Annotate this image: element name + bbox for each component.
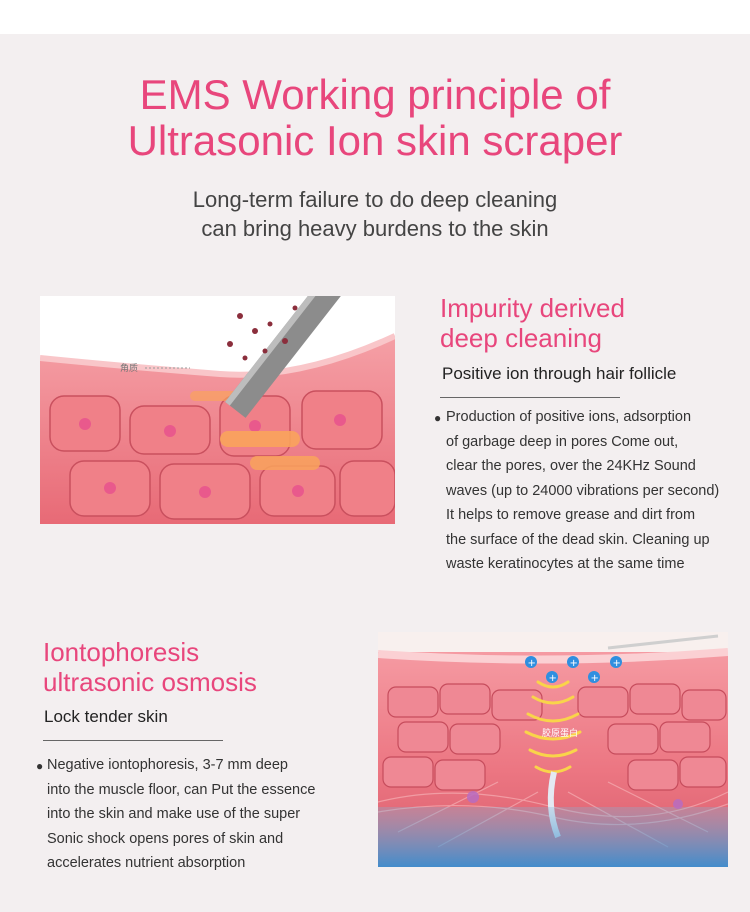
section2-body-line: Negative iontophoresis, 3-7 mm deep <box>47 757 288 773</box>
section2-body-line: into the skin and make use of the super <box>47 806 301 822</box>
svg-text:+: + <box>528 658 536 669</box>
section2-body: Negative iontophoresis, 3-7 mm deep into… <box>47 753 315 876</box>
section1-body-line: Production of positive ions, adsorption <box>446 409 692 425</box>
svg-text:+: + <box>591 673 599 684</box>
page-title: EMS Working principle of Ultrasonic Ion … <box>0 72 750 164</box>
bullet-dot-icon: ● <box>434 411 442 425</box>
page-title-line-1: EMS Working principle of <box>139 71 611 118</box>
section2-heading-line-1: Iontophoresis <box>43 637 200 667</box>
page-subtitle: Long-term failure to do deep cleaning ca… <box>0 185 750 243</box>
section2-subheading: Lock tender skin <box>44 707 168 726</box>
keratin-label: 角质 <box>120 362 138 374</box>
bullet-dot-icon: ● <box>36 759 44 773</box>
section1-body-line: It helps to remove grease and dirt from <box>446 507 696 523</box>
page-subtitle-line-2: can bring heavy burdens to the skin <box>201 216 549 241</box>
section2-body-line: accelerates nutrient absorption <box>47 855 246 871</box>
section1-heading-line-2: deep cleaning <box>440 323 602 353</box>
skin-cleaning-illustration: 角质 <box>40 296 395 524</box>
svg-text:+: + <box>613 658 621 669</box>
section2-heading-line-2: ultrasonic osmosis <box>43 667 257 697</box>
iontophoresis-illustration: 胶原蛋白 + + + + + <box>378 632 728 867</box>
section2-heading: Iontophoresis ultrasonic osmosis <box>43 637 257 697</box>
svg-text:+: + <box>570 658 578 669</box>
section1-body: Production of positive ions, adsorption … <box>446 405 719 577</box>
section2-body-line: Sonic shock opens pores of skin and <box>47 830 284 847</box>
section1-heading-line-1: Impurity derived <box>440 293 625 323</box>
page-title-line-2: Ultrasonic Ion skin scraper <box>127 117 623 164</box>
section1-body-line: of garbage deep in pores Come out, <box>446 433 679 450</box>
section1-body-line: clear the pores, over the 24KHz Sound <box>446 458 696 474</box>
section1-body-line: waste keratinocytes at the same time <box>446 556 685 572</box>
collagen-label: 胶原蛋白 <box>542 727 578 739</box>
section2-divider <box>43 740 223 741</box>
section2-body-line: into the muscle floor, can Put the essen… <box>47 781 316 798</box>
section1-body-line: waves (up to 24000 vibrations per second… <box>446 482 720 499</box>
section1-heading: Impurity derived deep cleaning <box>440 293 625 353</box>
section1-body-line: the surface of the dead skin. Cleaning u… <box>446 531 710 548</box>
section1-divider <box>440 397 620 398</box>
svg-text:+: + <box>549 673 557 684</box>
section1-subheading: Positive ion through hair follicle <box>442 364 677 383</box>
plus-ion-icon: + + + + + <box>525 656 622 684</box>
page-subtitle-line-1: Long-term failure to do deep cleaning <box>192 187 558 212</box>
